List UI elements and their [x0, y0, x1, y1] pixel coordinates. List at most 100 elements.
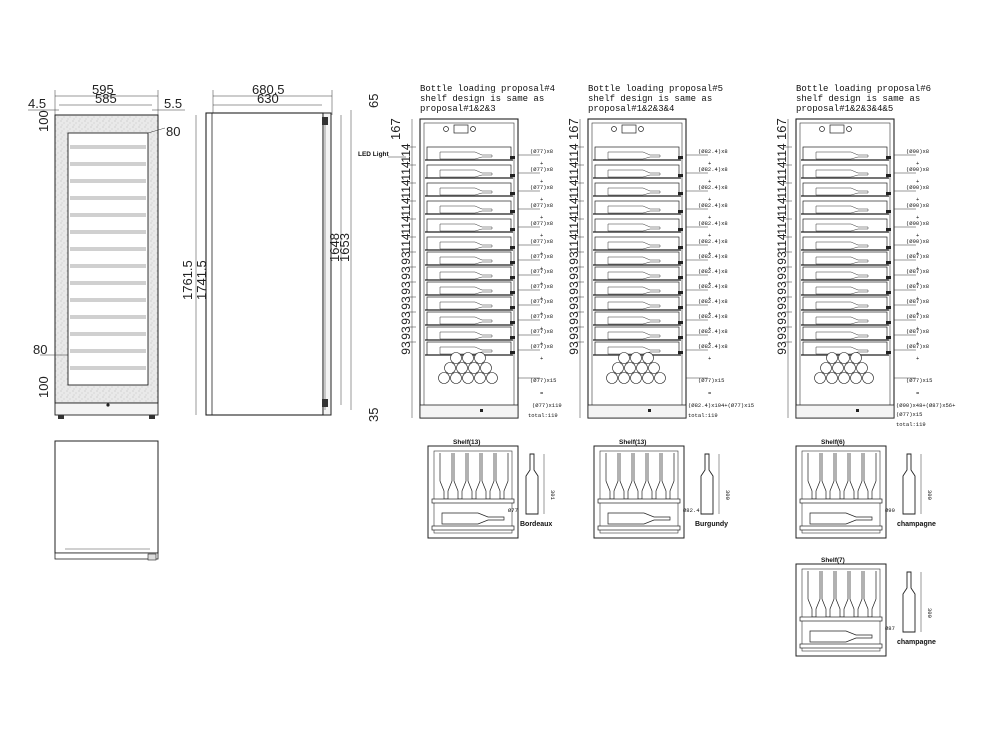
- plus-sign: +: [916, 280, 919, 287]
- shelf-bottle-label: (Ø82.4)x8: [698, 328, 728, 335]
- display-panel: [829, 124, 845, 134]
- total-formula: (Ø77)x119: [532, 402, 562, 409]
- shelf-handle: [510, 156, 515, 159]
- shelf-handle: [678, 261, 683, 264]
- equals-sign: =: [708, 390, 711, 397]
- dim-depth-inner: 630: [257, 91, 279, 106]
- bottle-outline: [607, 151, 661, 160]
- shelf-spacing: 93: [775, 266, 789, 280]
- control-knob: [611, 126, 617, 132]
- bottle-outline: [607, 187, 661, 196]
- total-formula: (Ø82.4)x104+(Ø77)x15: [688, 402, 754, 409]
- total-formula: (Ø90)x48+(Ø87)x56+: [896, 402, 955, 409]
- shelf-tray: [426, 146, 512, 161]
- shelf-bottle-label: (Ø87)x8: [906, 313, 929, 320]
- base-lock: [648, 409, 651, 412]
- plus-sign: +: [916, 160, 919, 167]
- bottle-end: [444, 362, 456, 374]
- bottle-profile-icon: [902, 571, 916, 633]
- shelf-handle: [510, 291, 515, 294]
- shelf-spacing: 114: [399, 233, 413, 252]
- bottle-outline: [815, 316, 869, 325]
- shelf-bottle-label: (Ø82.4)x8: [698, 253, 728, 260]
- shelf-handle: [886, 291, 891, 294]
- dim-height-outer: 1761.5: [180, 260, 195, 300]
- bottle-end: [820, 362, 832, 374]
- bottle-outline: [815, 187, 869, 196]
- bottle-diameter: Ø90: [885, 507, 895, 514]
- bottle-outline: [815, 271, 869, 280]
- cabinet-base: [795, 404, 895, 419]
- detail-shelf-label: Shelf(13): [453, 439, 480, 446]
- plus-sign: +: [540, 325, 543, 332]
- shelf-bottle-label: (Ø90)x8: [906, 220, 929, 227]
- dim-depth-outer: 680.5: [252, 82, 285, 97]
- shelf-handle: [678, 246, 683, 249]
- plus-sign: +: [540, 310, 543, 317]
- dim-bottom-frame: 100: [36, 376, 51, 398]
- shelf-handle: [510, 228, 515, 231]
- shelf-spacing: 93: [775, 311, 789, 325]
- shelf-handle: [678, 192, 683, 195]
- display-panel: [621, 124, 637, 134]
- bottle-end: [606, 372, 618, 384]
- bottle-end: [838, 372, 850, 384]
- back-view: [54, 440, 159, 561]
- bottle-end: [486, 372, 498, 384]
- shelf-spacing: 93: [567, 326, 581, 340]
- dim-right-gap: 5.5: [164, 96, 182, 111]
- shelf-spacing: 114: [567, 179, 581, 198]
- bottle-outline: [815, 151, 869, 160]
- shelf-spacing: 114: [775, 197, 789, 216]
- plus-sign: +: [540, 295, 543, 302]
- bottle-height: 300: [926, 490, 933, 500]
- cabinet-base: [419, 404, 519, 419]
- control-knob: [638, 126, 644, 132]
- proposal-title: Bottle loading proposal#6: [796, 84, 931, 94]
- bottom-bottle-label: (Ø77)x15: [698, 377, 724, 384]
- proposal-subtitle-line: shelf design is same as: [796, 94, 920, 104]
- shelf-handle: [678, 174, 683, 177]
- shelf-tray: [594, 266, 680, 281]
- shelf-tray: [426, 266, 512, 281]
- bottle-outline: [607, 271, 661, 280]
- shelf-bottle-label: (Ø90)x8: [906, 148, 929, 155]
- detail-inner: [801, 450, 881, 534]
- shelf-spacing: 93: [399, 326, 413, 340]
- bottle-end: [438, 372, 450, 384]
- shelf-bottle-label: (Ø82.4)x8: [698, 343, 728, 350]
- equals-sign: =: [916, 390, 919, 397]
- plus-sign: +: [916, 325, 919, 332]
- shelf-bottle-label: (Ø77)x8: [530, 313, 553, 320]
- bottle-end: [480, 362, 492, 374]
- dim-height-b: 1653: [337, 233, 352, 262]
- shelf-tray: [594, 326, 680, 341]
- shelf-tray: [594, 281, 680, 296]
- bottle-outline: [439, 286, 493, 295]
- plus-sign: +: [916, 310, 919, 317]
- shelf-tray: [426, 326, 512, 341]
- shelf-spacing: 114: [567, 197, 581, 216]
- plus-sign: +: [916, 340, 919, 347]
- dim-top-shelf-gap: 167: [774, 118, 789, 140]
- shelf-tray: [802, 164, 888, 179]
- shelf-tray: [802, 266, 888, 281]
- bottle-profile-icon: [525, 453, 539, 515]
- shelf-bottle-label: (Ø87)x8: [906, 328, 929, 335]
- plus-sign: +: [916, 232, 919, 239]
- shelf-spacing: 93: [567, 281, 581, 295]
- shelf-spacing: 93: [399, 251, 413, 265]
- lying-bottle: [441, 512, 505, 525]
- bottle-type: champagne: [897, 639, 936, 646]
- detail-inner: [433, 450, 513, 534]
- total-formula-line2: (Ø77)x15: [896, 411, 922, 418]
- control-knob: [443, 126, 449, 132]
- shelf-bottle-label: (Ø77)x8: [530, 253, 553, 260]
- shelf-bottle-label: (Ø82.4)x8: [698, 220, 728, 227]
- shelf-bottle-label: (Ø90)x8: [906, 166, 929, 173]
- shelf-handle: [678, 351, 683, 354]
